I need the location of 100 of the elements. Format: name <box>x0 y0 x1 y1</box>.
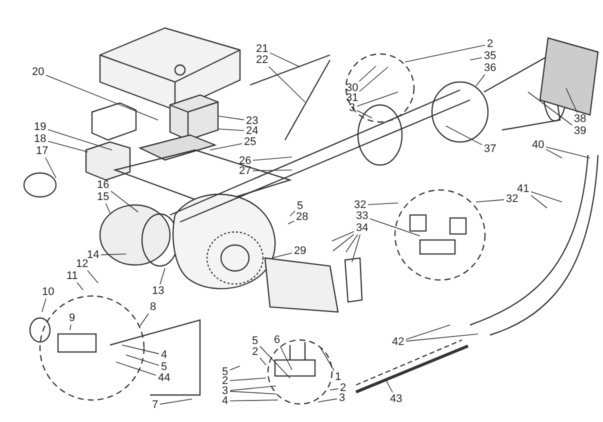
callout-number: 29 <box>293 246 308 256</box>
callout-number: 2 <box>339 382 348 394</box>
callout-number: 15 <box>96 192 110 202</box>
leader-line <box>268 66 306 102</box>
leader-line <box>406 334 478 342</box>
leader-line <box>332 234 354 252</box>
callout-number: 4 <box>160 350 168 360</box>
leader-line <box>530 191 562 202</box>
leader-line <box>42 298 46 312</box>
leader-line <box>122 344 160 354</box>
callout-number: 5 <box>221 366 230 378</box>
leader-line <box>160 268 166 285</box>
callout-number: 40 <box>531 140 546 150</box>
leader-line <box>359 66 388 92</box>
leader-line <box>290 210 296 216</box>
callout-number: 11 <box>66 270 79 282</box>
callout-number: 5 <box>296 200 304 212</box>
leader-line <box>218 116 244 120</box>
leader-line <box>386 380 393 393</box>
leader-line <box>230 386 276 391</box>
leader-line <box>230 366 240 370</box>
callout-number: 35 <box>483 50 498 62</box>
leader-line <box>70 324 72 330</box>
leader-line <box>230 400 278 402</box>
leader-line <box>370 218 420 236</box>
leader-line <box>126 354 160 366</box>
leader-line <box>116 362 156 376</box>
leader-line <box>87 270 98 284</box>
callout-number: 32 <box>353 200 368 210</box>
leader-line <box>470 57 482 60</box>
callout-number: 41 <box>516 184 530 194</box>
callout-number: 37 <box>483 144 498 154</box>
leader-line <box>356 92 398 107</box>
callout-number: 17 <box>35 146 50 156</box>
callout-number: 12 <box>75 258 90 270</box>
callout-number: 13 <box>151 286 166 296</box>
callout-number: 8 <box>149 302 158 312</box>
leader-line <box>140 313 149 326</box>
callout-number: 44 <box>157 372 172 384</box>
callout-number: 6 <box>273 334 282 346</box>
callout-number: 18 <box>33 134 48 144</box>
callout-number: 4 <box>221 396 230 406</box>
leader-line <box>160 398 192 405</box>
callout-number: 33 <box>355 210 370 222</box>
leader-line <box>332 231 354 242</box>
callout-number: 25 <box>243 136 258 148</box>
leader-line <box>476 74 486 86</box>
leader-line <box>48 129 112 150</box>
leader-line <box>260 346 290 378</box>
leader-line <box>76 282 84 290</box>
leader-line <box>566 88 578 113</box>
leader-line <box>270 52 300 68</box>
leader-line <box>230 378 266 381</box>
leader-line <box>546 148 562 158</box>
leader-line <box>288 220 294 224</box>
callout-number: 31 <box>345 92 360 104</box>
leader-line <box>110 190 138 212</box>
callout-number: 34 <box>355 222 370 234</box>
leader-line <box>280 346 292 370</box>
leader-line <box>320 346 334 371</box>
leader-line <box>218 128 244 131</box>
callout-number: 23 <box>245 116 260 126</box>
leader-line <box>210 143 242 150</box>
leader-line <box>252 170 292 172</box>
leader-line <box>48 140 88 152</box>
callout-number: 2 <box>251 346 260 358</box>
callout-number: 7 <box>151 400 160 410</box>
callout-number: 1 <box>334 372 342 382</box>
callout-number: 36 <box>483 62 498 74</box>
callout-number: 43 <box>389 394 404 404</box>
leader-line <box>252 156 292 161</box>
callout-number: 3 <box>348 102 356 114</box>
callout-number: 14 <box>86 250 100 260</box>
callout-number: 3 <box>338 392 346 404</box>
callout-number: 22 <box>255 54 270 66</box>
callout-number: 28 <box>295 212 310 222</box>
callout-number: 3 <box>221 386 230 396</box>
callout-number: 24 <box>245 126 260 136</box>
leader-line <box>46 74 158 120</box>
callout-number: 5 <box>160 362 168 372</box>
callout-number: 19 <box>33 122 48 132</box>
callout-number: 27 <box>238 166 252 176</box>
callout-number: 39 <box>573 126 588 136</box>
leader-line <box>476 199 504 202</box>
leader-line <box>330 388 338 390</box>
leader-line <box>45 157 56 178</box>
callout-number: 32 <box>505 194 520 204</box>
leader-line <box>528 92 572 126</box>
callout-number: 42 <box>391 336 406 348</box>
callout-number: 2 <box>486 38 494 50</box>
callout-number: 9 <box>68 312 76 324</box>
leader-line <box>406 324 450 340</box>
leader-line <box>368 202 398 205</box>
callout-number: 38 <box>573 114 588 124</box>
leader-line <box>100 254 126 256</box>
callout-number: 20 <box>31 66 46 78</box>
callout-number: 16 <box>96 180 110 190</box>
callout-number: 30 <box>345 82 360 94</box>
callout-number: 5 <box>251 336 260 346</box>
leader-line <box>446 126 482 146</box>
